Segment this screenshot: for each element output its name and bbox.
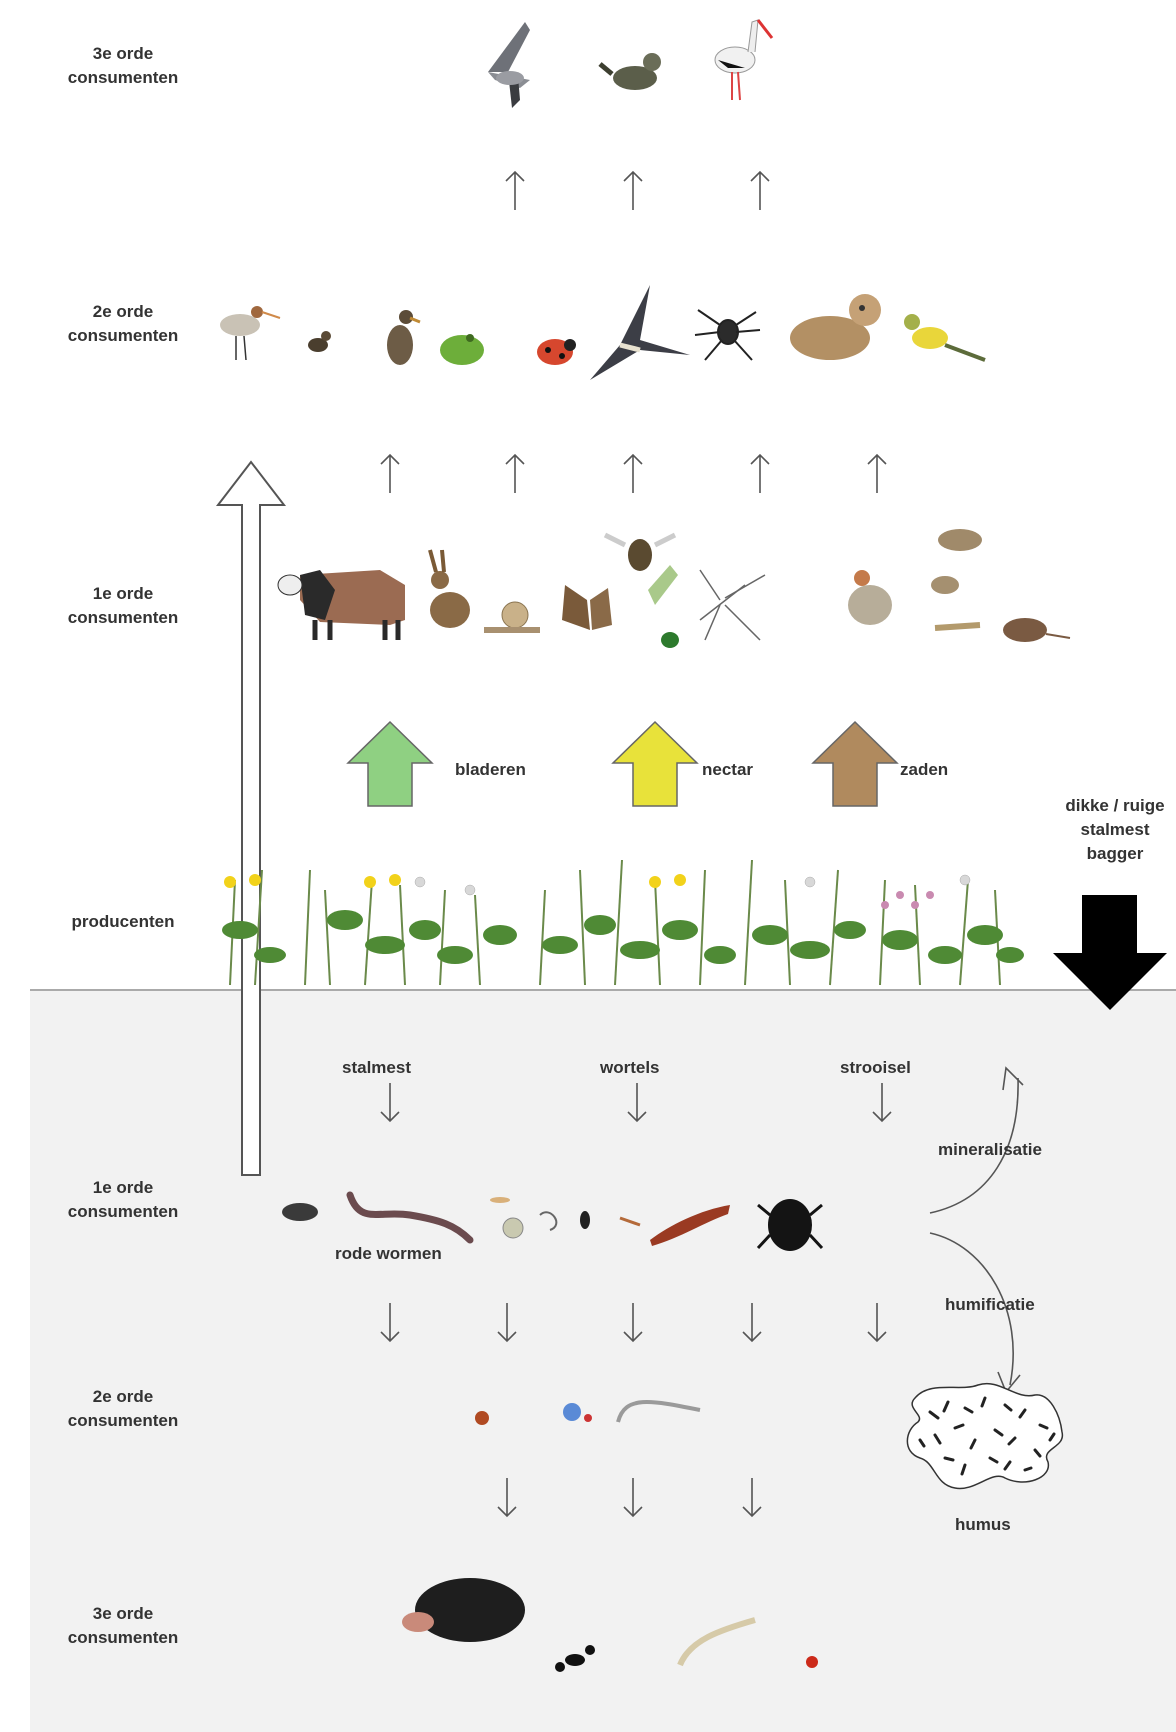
centipede-icon (680, 1620, 755, 1665)
seeds-label: zaden (900, 760, 948, 780)
yellow-wagtail-icon (904, 314, 985, 360)
producer-plants (222, 860, 1024, 985)
red-worm-icon (350, 1195, 470, 1240)
harrier-bird-icon (488, 22, 530, 108)
stork-icon (715, 20, 772, 100)
slug-icon (650, 1205, 730, 1246)
nectar-label: nectar (702, 760, 753, 780)
mouse-icon (1003, 618, 1070, 642)
soil-label-manure: stalmest (342, 1058, 411, 1078)
leaves-label: bladeren (455, 760, 526, 780)
arrows-2-to-3 (506, 172, 769, 210)
godwit-icon (220, 306, 280, 360)
small-bird-icon (308, 331, 331, 352)
butterfly-icon (562, 585, 612, 630)
seeds-arrow (813, 722, 897, 806)
swallow-icon (590, 285, 690, 380)
humification-label: humificatie (945, 1295, 1035, 1315)
mole-icon (402, 1578, 525, 1642)
nectar-arrow (613, 722, 697, 806)
snail-icon (484, 602, 540, 630)
manure-input-arrow (1053, 895, 1167, 1010)
springtail-icons (490, 1197, 640, 1238)
spider-icon (695, 310, 760, 360)
nematode-icon (618, 1402, 700, 1422)
green-beetle-icon (661, 632, 679, 648)
cranefly-icon (700, 570, 765, 640)
lacewing-icon (648, 565, 678, 605)
cow-icon (278, 570, 405, 640)
arrows-soil-inputs (381, 1083, 891, 1121)
leaves-arrow (348, 722, 432, 806)
partridge-icon (848, 570, 892, 625)
arrows-soil-2-to-3 (498, 1478, 761, 1516)
duck-icon (387, 310, 420, 365)
mite-icon (475, 1411, 489, 1425)
ladybird-icon (537, 339, 576, 365)
bee-icon (605, 535, 675, 571)
arrows-soil-1-to-2 (381, 1303, 886, 1341)
lark-icon (931, 529, 982, 594)
frog-icon (440, 334, 484, 365)
hare-icon (430, 550, 470, 628)
soil-label-roots: wortels (600, 1058, 660, 1078)
woodlouse-icon (282, 1203, 318, 1221)
ant-icon (555, 1645, 595, 1672)
owl-icon (790, 294, 881, 360)
fungus-icon (563, 1403, 592, 1422)
small-mite-icon (806, 1656, 818, 1668)
humus-blob (907, 1384, 1062, 1489)
arrows-1-to-2 (381, 455, 886, 493)
grasshopper-icon (935, 625, 980, 628)
soil-label-litter: strooisel (840, 1058, 911, 1078)
stoat-icon (600, 53, 661, 90)
red-worms-label: rode wormen (335, 1244, 442, 1264)
humus-label: humus (955, 1515, 1011, 1535)
energy-flow-arrow (218, 462, 284, 1175)
mineralisation-label: mineralisatie (938, 1140, 1042, 1160)
dung-beetle-icon (758, 1199, 822, 1251)
